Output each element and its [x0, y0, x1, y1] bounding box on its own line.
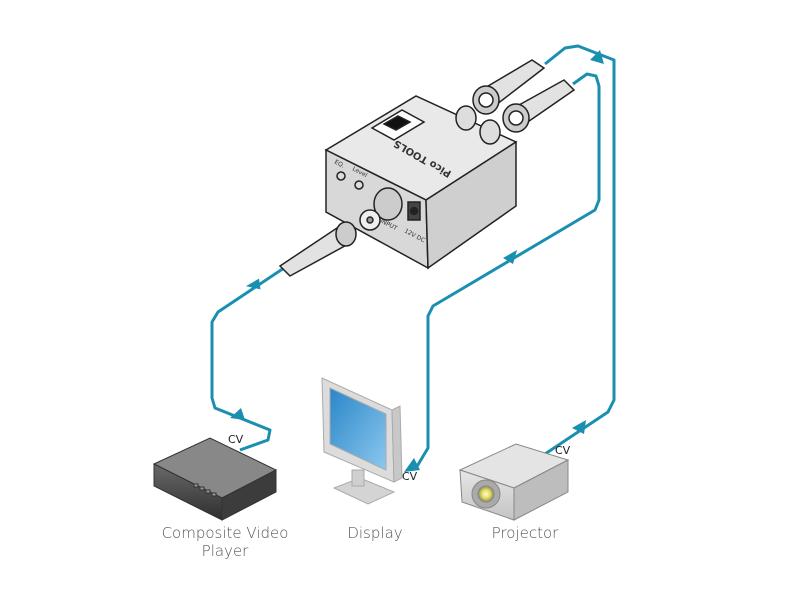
- composite-video-player: [152, 437, 278, 521]
- arrow-icon: [245, 278, 261, 290]
- projector-label: Projector: [491, 524, 559, 542]
- cv-label-display: CV: [402, 470, 418, 483]
- arrow-icon: [230, 408, 245, 420]
- bnc-connector-output-2: [502, 79, 576, 133]
- cable-device-to-projector: [541, 44, 616, 458]
- display-monitor: [321, 377, 403, 505]
- bnc-connector-output-1: [472, 59, 546, 115]
- player-label-line1: Composite Video: [161, 524, 289, 542]
- cv-label-projector: CV: [555, 444, 571, 457]
- cable-device-to-display: [414, 72, 601, 469]
- pico-tools-device: [324, 95, 518, 270]
- projector-device: [458, 443, 570, 521]
- display-label: Display: [347, 524, 403, 542]
- arrow-icon: [590, 50, 604, 64]
- player-label: Composite Video Player: [140, 524, 310, 560]
- arrow-icon: [572, 420, 586, 434]
- cable-player-to-device: [210, 266, 285, 452]
- player-label-line2: Player: [201, 542, 249, 560]
- arrow-icon: [503, 250, 517, 264]
- arrow-icon: [404, 458, 420, 472]
- bnc-connector-input: [278, 221, 357, 277]
- eq-label: EQ.: [333, 159, 346, 170]
- cv-label-player: CV: [228, 433, 244, 446]
